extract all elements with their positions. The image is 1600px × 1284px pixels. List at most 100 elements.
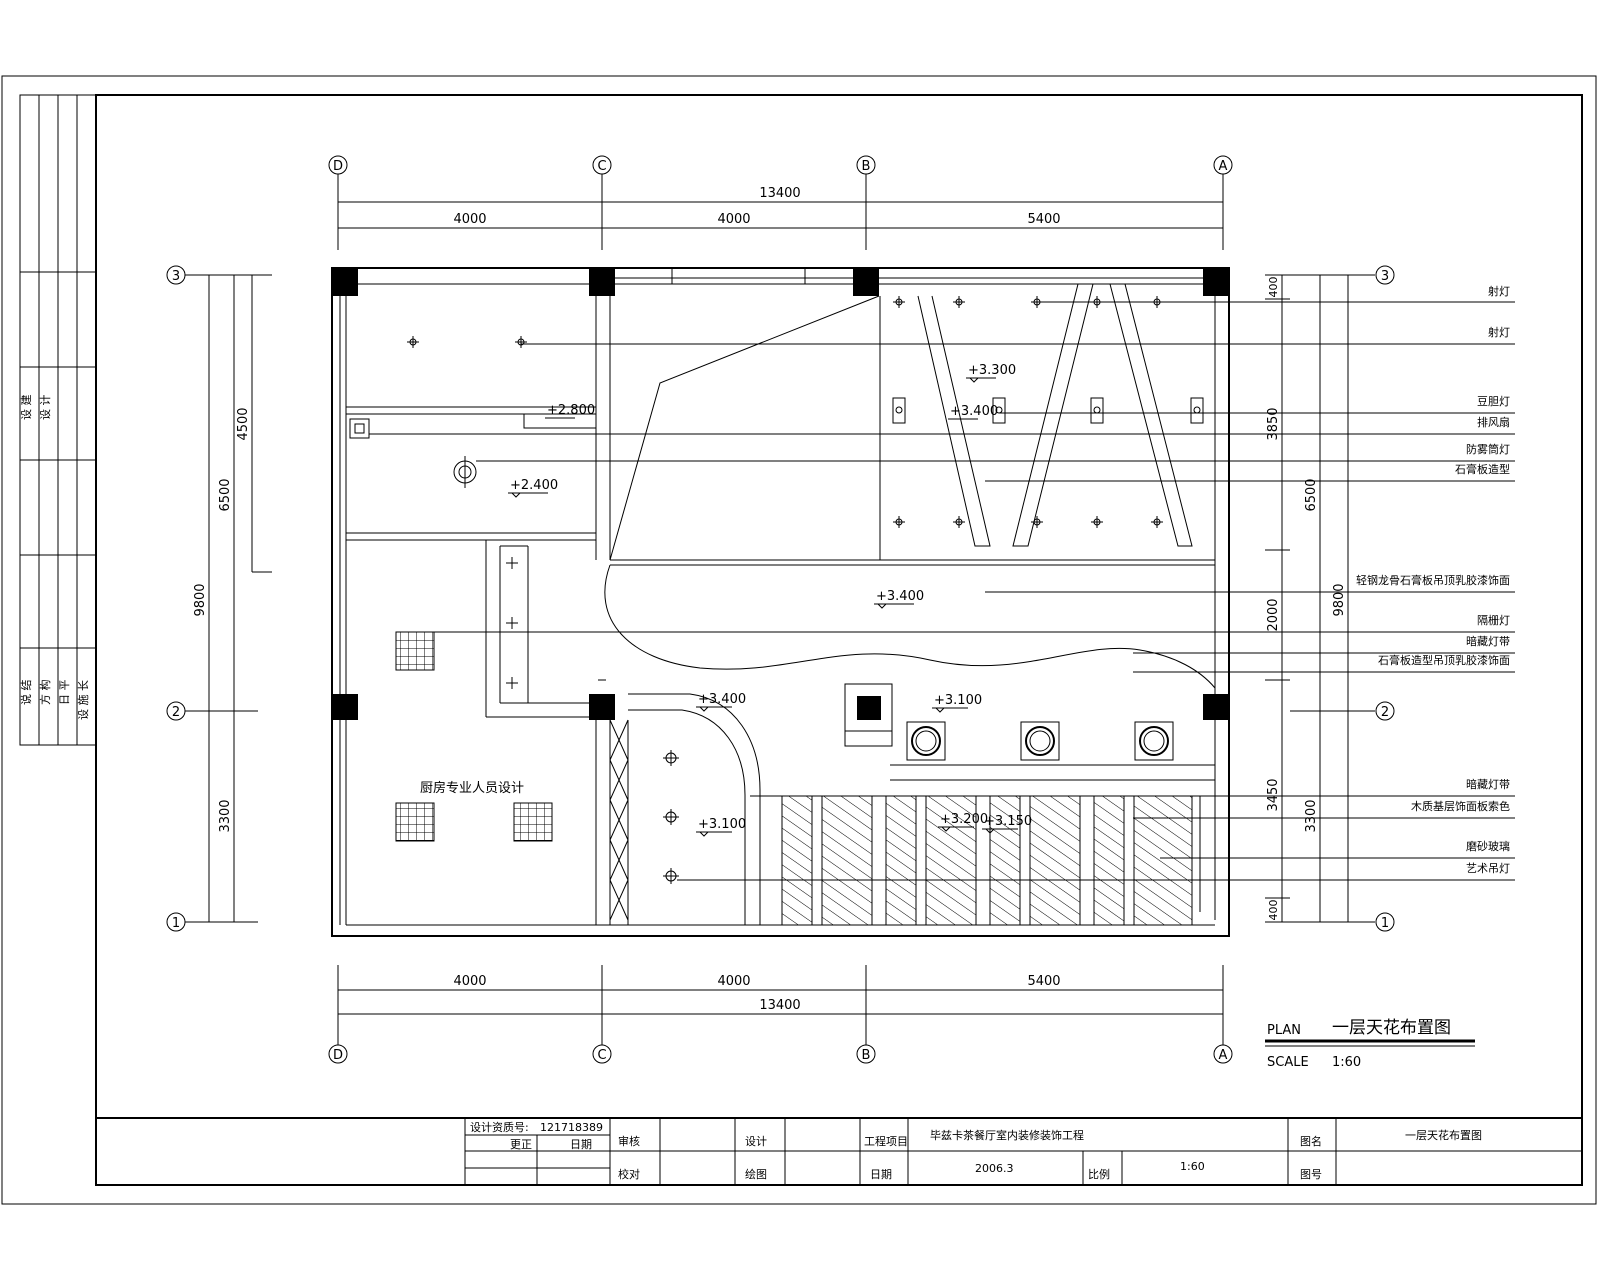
legend-7: 轻钢龙骨石膏板吊顶乳胶漆饰面 [1356, 573, 1510, 587]
column-D2 [332, 694, 358, 720]
project-name: 毕兹卡茶餐厅室内装修装饰工程 [930, 1128, 1084, 1142]
date-label-1: 日期 [570, 1138, 592, 1151]
top-axis-markers: D C B A [328, 155, 1233, 250]
dim-left-lower: 3300 [218, 799, 233, 832]
date-label-2: 日期 [870, 1168, 892, 1181]
scale-label-block: 比例 [1088, 1167, 1110, 1181]
elev-3: +2.800 [547, 403, 595, 418]
strip-label-4: 方 构 [38, 680, 52, 706]
floor-plan: +3.300 +3.400 +2.800 +2.400 +3.400 +3.40… [331, 267, 1230, 937]
legend-1: 射灯 [1488, 284, 1510, 298]
strip-label-1: 设 建 [19, 395, 33, 421]
axis-B-bottom: B [862, 1048, 871, 1063]
dim-left-inner: 4500 [236, 407, 251, 440]
scale-value-block: 1:60 [1180, 1160, 1205, 1173]
legend-2: 射灯 [1488, 325, 1510, 339]
elev-2: +3.400 [950, 404, 998, 419]
dim-right-upper: 6500 [1304, 478, 1319, 511]
strip-label-2: 设 计 [39, 395, 52, 421]
top-dimensions: 13400 4000 4000 5400 [338, 186, 1223, 229]
elevation-marks: +3.300 +3.400 +2.800 +2.400 +3.400 +3.40… [508, 363, 1032, 837]
pendant-lamps [906, 721, 1174, 761]
dim-bottom-2: 4000 [717, 974, 750, 989]
elev-4: +2.400 [510, 478, 558, 493]
elev-5: +3.400 [876, 589, 924, 604]
axis-A-top: A [1219, 159, 1228, 174]
elev-1: +3.300 [968, 363, 1016, 378]
scale-value: 1:60 [1332, 1055, 1361, 1070]
plan-title: PLAN 一层天花布置图 SCALE 1:60 [1265, 1018, 1475, 1070]
axis-1-left: 1 [172, 916, 180, 931]
legend-9: 暗藏灯带 [1466, 634, 1510, 648]
cert-no: 121718389 [540, 1121, 603, 1134]
column-C3 [589, 268, 615, 296]
grille-light-3 [513, 802, 553, 842]
grille-light-2 [395, 802, 435, 842]
dim-right-lower: 3300 [1304, 799, 1319, 832]
axis-A-bottom: A [1219, 1048, 1228, 1063]
dim-bottom-1: 4000 [453, 974, 486, 989]
dim-top-2: 4000 [717, 212, 750, 227]
elev-6: +3.400 [698, 692, 746, 707]
axis-2-left: 2 [172, 705, 180, 720]
plan-name: 一层天花布置图 [1332, 1018, 1451, 1038]
scale-label: SCALE [1267, 1055, 1309, 1070]
legend-6: 石膏板造型 [1455, 462, 1510, 476]
grille-light-1 [395, 631, 435, 671]
legend-3: 豆胆灯 [1477, 395, 1510, 408]
axis-3-right: 3 [1381, 269, 1389, 284]
change-label: 更正 [510, 1138, 532, 1151]
axis-C-top: C [597, 159, 606, 174]
plan-label: PLAN [1267, 1023, 1301, 1038]
date-value: 2006.3 [975, 1162, 1014, 1175]
legend-8: 隔栅灯 [1477, 613, 1510, 627]
elev-9: +3.200 [940, 812, 988, 827]
axis-2-right: 2 [1381, 705, 1389, 720]
dim-right-2: 3850 [1266, 407, 1281, 440]
legend-4: 排风扇 [1477, 415, 1510, 429]
dim-right-3: 2000 [1266, 598, 1281, 631]
axis-C-bottom: C [597, 1048, 606, 1063]
column-C2 [589, 694, 615, 720]
kitchen-label: 厨房专业人员设计 [420, 780, 524, 796]
strip-label-5: 日 平 [58, 680, 71, 706]
check-label: 校对 [618, 1167, 640, 1181]
exhaust-fan [349, 418, 370, 439]
right-dimensions: 400 3850 2000 3450 400 6500 3300 9800 3 … [1265, 265, 1395, 932]
left-dimensions: 3 2 1 9800 6500 3300 4500 [166, 265, 272, 932]
dim-bottom-3: 5400 [1027, 974, 1060, 989]
dim-bottom-total: 13400 [759, 998, 800, 1013]
dim-top-total: 13400 [759, 186, 800, 201]
column-A3 [1203, 268, 1229, 296]
elev-8: +3.100 [698, 817, 746, 832]
dim-right-5: 400 [1267, 900, 1280, 921]
dim-left-upper: 6500 [218, 478, 233, 511]
axis-D-bottom: D [333, 1048, 343, 1063]
legend-12: 木质基层饰面板索色 [1411, 799, 1510, 813]
outer-border [1, 75, 1597, 1205]
axis-B-top: B [862, 159, 871, 174]
dim-top-3: 5400 [1027, 212, 1060, 227]
title-label: 图名 [1300, 1134, 1322, 1148]
axis-D-top: D [333, 159, 343, 174]
title-value: 一层天花布置图 [1405, 1129, 1482, 1142]
dim-right-4: 3450 [1266, 778, 1281, 811]
cert-label: 设计资质号: [470, 1121, 529, 1134]
legend: 射灯 射灯 豆胆灯 排风扇 防雾筒灯 石膏板造型 轻钢龙骨石膏板吊顶乳胶漆饰面 … [1356, 284, 1510, 875]
column-B3 [853, 268, 879, 296]
dim-right-1: 400 [1267, 277, 1280, 298]
elev-7: +3.100 [934, 693, 982, 708]
design-label: 设计 [745, 1135, 767, 1148]
title-block: 设计资质号: 121718389 更正 日期 审核 校对 设计 绘图 工程项目 … [96, 1117, 1582, 1185]
dim-left-total: 9800 [193, 583, 208, 616]
dim-right-total: 9800 [1332, 583, 1347, 616]
axis-3-left: 3 [172, 269, 180, 284]
strip-label-6: 设 施 长 [77, 680, 90, 720]
legend-14: 艺术吊灯 [1466, 862, 1510, 875]
legend-leaders [369, 301, 1515, 881]
column-D3 [332, 268, 358, 296]
strip-label-3: 说 结 [19, 680, 33, 706]
draw-label: 绘图 [745, 1167, 767, 1181]
